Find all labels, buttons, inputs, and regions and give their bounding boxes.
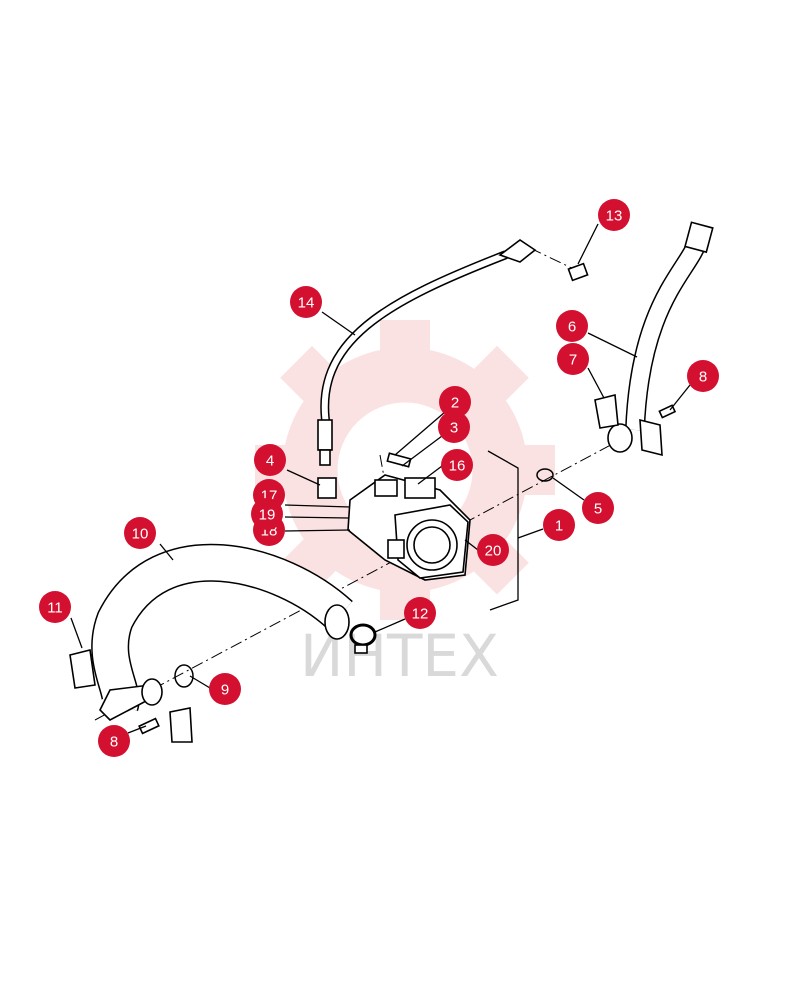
pump-assembly-1	[347, 474, 471, 581]
svg-text:19: 19	[259, 507, 276, 524]
elbow-fitting-4	[317, 477, 337, 499]
hose-clamp-12	[349, 623, 377, 654]
svg-text:4: 4	[266, 453, 274, 470]
flange-half-left	[169, 707, 193, 743]
bolt-8-left	[138, 717, 160, 735]
callout-6: 6	[556, 310, 588, 342]
svg-text:1: 1	[555, 518, 563, 535]
leader-lines	[70, 223, 691, 734]
callout-5: 5	[582, 492, 614, 524]
o-ring-9	[174, 664, 194, 688]
callout-2: 2	[439, 386, 471, 418]
svg-text:7: 7	[569, 352, 577, 369]
callout-16: 16	[441, 449, 473, 481]
callout-1: 1	[543, 509, 575, 541]
svg-text:6: 6	[568, 319, 576, 336]
flange-half-11	[69, 649, 96, 689]
hose-6	[607, 221, 714, 453]
svg-text:12: 12	[412, 606, 429, 623]
callout-19: 19	[251, 498, 283, 530]
callout-3: 3	[438, 411, 470, 443]
fitting-13	[567, 262, 589, 282]
callout-20: 20	[477, 534, 509, 566]
svg-text:2: 2	[451, 395, 459, 412]
callout-13: 13	[598, 199, 630, 231]
svg-text:8: 8	[110, 734, 118, 751]
flange-half-right	[639, 418, 663, 457]
callout-11: 11	[39, 591, 71, 623]
callout-9: 9	[209, 673, 241, 705]
o-ring-5	[536, 468, 554, 482]
callout-8-right: 8	[687, 360, 719, 392]
svg-text:3: 3	[450, 420, 458, 437]
svg-text:8: 8	[699, 369, 707, 386]
bolt-2	[386, 452, 412, 468]
svg-text:14: 14	[298, 295, 315, 312]
svg-text:13: 13	[606, 208, 623, 225]
callout-8-left: 8	[98, 725, 130, 757]
callout-10: 10	[124, 517, 156, 549]
svg-text:10: 10	[132, 526, 149, 543]
axis-line-main	[94, 439, 621, 721]
callout-4: 4	[254, 444, 286, 476]
flange-half-7	[594, 393, 619, 429]
svg-text:20: 20	[485, 543, 502, 560]
hose-14	[317, 239, 537, 466]
svg-text:16: 16	[449, 458, 466, 475]
hose-10	[91, 543, 353, 721]
callout-14: 14	[290, 286, 322, 318]
callout-12: 12	[404, 597, 436, 629]
svg-text:11: 11	[47, 600, 63, 617]
svg-text:5: 5	[594, 501, 602, 518]
svg-text:9: 9	[221, 682, 229, 699]
callout-7: 7	[557, 343, 589, 375]
